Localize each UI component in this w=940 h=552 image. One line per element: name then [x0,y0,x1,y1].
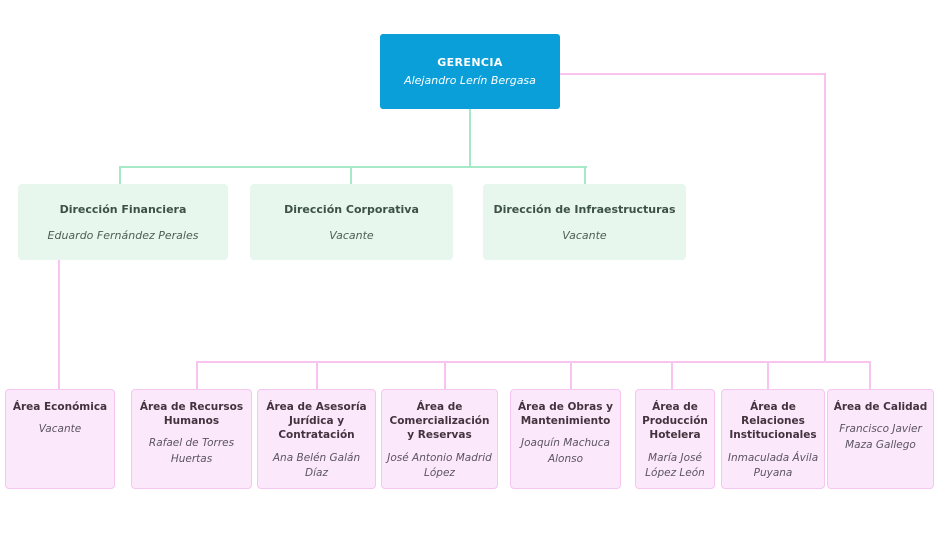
connector-drop-asesoria [316,361,318,389]
node-person: Vacante [38,423,82,436]
node-person: Rafael de Torres Huertas [148,437,235,466]
node-title: Área de Calidad [833,401,928,413]
node-title: Dirección Corporativa [284,202,419,216]
org-node-direccion-infraestructuras[interactable]: Dirección de Infraestructuras Vacante [483,184,686,260]
node-person: María José López León [645,451,705,480]
node-title: GERENCIA [437,56,503,69]
connector-areas-bus [196,361,871,363]
org-node-gerencia[interactable]: GERENCIA Alejandro Lerín Bergasa [380,34,560,109]
connector-drop-obras [570,361,572,389]
org-node-area-produccion-hotelera[interactable]: Área de Producción Hotelera María José L… [635,389,715,489]
connector-drop-calidad [869,361,871,389]
node-person: Vacante [329,228,374,242]
connector-drop-produccion [671,361,673,389]
connector-drop-recursos-humanos [196,361,198,389]
connector-root-stem [469,108,471,168]
org-node-area-obras[interactable]: Área de Obras y Mantenimiento Joaquín Ma… [510,389,621,489]
node-person: Ana Belén Galán Díaz [272,451,361,480]
org-node-direccion-financiera[interactable]: Dirección Financiera Eduardo Fernández P… [18,184,228,260]
node-person: José Antonio Madrid López [387,451,492,480]
connector-drop-relaciones [767,361,769,389]
connector-right-descender [824,73,826,363]
connector-root-right [560,73,826,75]
connector-drop-corporativa [350,166,352,184]
connector-financiera-economica [58,260,60,390]
connector-drop-comercializacion [444,361,446,389]
org-node-area-comercializacion[interactable]: Área de Comercialización y Reservas José… [381,389,498,489]
org-node-area-calidad[interactable]: Área de Calidad Francisco Javier Maza Ga… [827,389,934,489]
node-title: Área de Comercialización y Reservas [389,401,490,442]
node-title: Área Económica [12,401,108,413]
node-title: Área de Relaciones Institucionales [729,401,817,442]
node-title: Dirección Financiera [59,202,187,216]
node-person: Alejandro Lerín Bergasa [404,74,536,87]
connector-drop-infraestructuras [584,166,586,184]
org-node-area-asesoria-juridica[interactable]: Área de Asesoría Jurídica y Contratación… [257,389,376,489]
node-title: Área de Recursos Humanos [139,401,244,428]
org-node-area-recursos-humanos[interactable]: Área de Recursos Humanos Rafael de Torre… [131,389,252,489]
org-node-area-relaciones-institucionales[interactable]: Área de Relaciones Institucionales Inmac… [721,389,825,489]
node-title: Área de Obras y Mantenimiento [518,401,613,428]
node-person: Francisco Javier Maza Gallego [839,423,922,451]
node-person: Vacante [562,228,607,242]
org-node-area-economica[interactable]: Área Económica Vacante [5,389,115,489]
node-title: Área de Producción Hotelera [642,401,708,442]
node-title: Dirección de Infraestructuras [493,202,676,216]
node-person: Eduardo Fernández Perales [47,228,199,242]
connector-drop-financiera [119,166,121,184]
node-title: Área de Asesoría Jurídica y Contratación [266,401,367,442]
connector-directions-bus [119,166,587,168]
node-person: Joaquín Machuca Alonso [521,437,610,466]
node-person: Inmaculada Ávila Puyana [727,451,819,480]
org-node-direccion-corporativa[interactable]: Dirección Corporativa Vacante [250,184,453,260]
